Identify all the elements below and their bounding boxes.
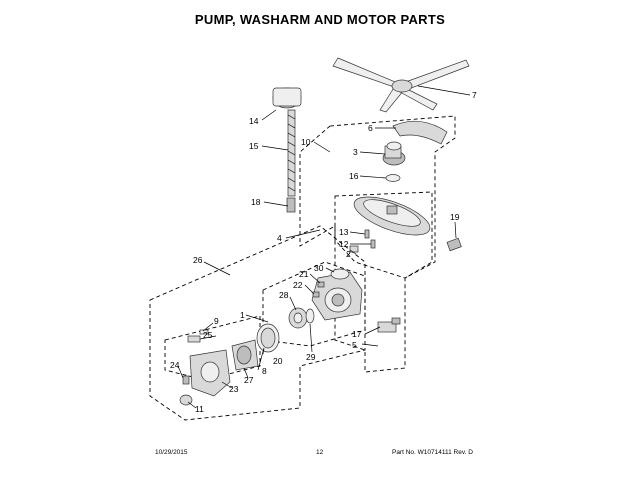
group-boundary-26 <box>149 225 366 421</box>
callout-26: 26 <box>193 255 203 265</box>
part-30-gasket <box>330 268 350 280</box>
part-19-sensor <box>446 237 462 252</box>
group-boundary-4 <box>334 191 433 279</box>
callout-5: 5 <box>352 340 357 350</box>
callout-20: 20 <box>273 356 283 366</box>
part-14-diverter-motor <box>272 87 302 109</box>
footer-part-number: Part No. W10714111 Rev. D <box>392 449 473 456</box>
callout-3: 3 <box>353 147 358 157</box>
callout-30: 30 <box>314 263 324 273</box>
part-13-screw <box>364 229 370 239</box>
part-2-clip <box>349 245 359 253</box>
callout-12: 12 <box>339 239 349 249</box>
callout-1: 1 <box>240 310 245 320</box>
footer-page-number: 12 <box>316 449 324 456</box>
part-8-ring <box>260 327 276 349</box>
part-17-bracket <box>377 317 401 333</box>
callout-14: 14 <box>249 116 259 126</box>
callout-27: 27 <box>244 375 254 385</box>
part-16-o-ring <box>385 174 401 182</box>
part-12-screw <box>370 239 376 249</box>
callout-18: 18 <box>251 197 261 207</box>
part-30-pump-housing <box>311 271 363 321</box>
callout-10: 10 <box>301 137 311 147</box>
callout-28: 28 <box>279 290 289 300</box>
callout-24: 24 <box>170 360 180 370</box>
callout-21: 21 <box>299 269 309 279</box>
callout-29: 29 <box>306 352 316 362</box>
callout-labels: 7 6 3 16 14 15 18 10 4 19 13 12 2 30 21 … <box>170 90 477 414</box>
part-25-check-valve <box>187 335 201 343</box>
part-29-seal <box>305 308 315 324</box>
part-18-fitting <box>286 197 296 213</box>
part-3-pump-cover <box>382 141 406 166</box>
part-24-clamp <box>182 375 190 385</box>
part-27-drain-pump <box>231 339 259 371</box>
callout-22: 22 <box>293 280 303 290</box>
part-22-fitting <box>312 291 320 298</box>
lower-spray-arm <box>332 57 470 113</box>
part-21-fitting <box>317 281 325 288</box>
callout-8: 8 <box>262 366 267 376</box>
part-28-impeller <box>288 307 308 329</box>
part-6-shroud <box>392 120 448 145</box>
callout-9: 9 <box>214 316 219 326</box>
callout-17: 17 <box>352 329 362 339</box>
group-boundary-25 <box>164 315 261 381</box>
callout-16: 16 <box>349 171 359 181</box>
callout-2: 2 <box>346 249 351 259</box>
callout-4: 4 <box>277 233 282 243</box>
callout-23: 23 <box>229 384 239 394</box>
part-4-sump <box>353 196 431 236</box>
callout-19: 19 <box>450 212 460 222</box>
part-23-drain-housing <box>189 349 231 397</box>
group-boundary-10 <box>299 115 456 373</box>
footer-date: 10/29/2015 <box>155 449 188 456</box>
callout-15: 15 <box>249 141 259 151</box>
callout-13: 13 <box>339 227 349 237</box>
callout-11: 11 <box>195 404 204 414</box>
callout-6: 6 <box>368 123 373 133</box>
leader-lines <box>177 85 471 409</box>
callout-7: 7 <box>472 90 477 100</box>
callout-25: 25 <box>203 330 213 340</box>
page-title: PUMP, WASHARM AND MOTOR PARTS <box>194 12 446 27</box>
